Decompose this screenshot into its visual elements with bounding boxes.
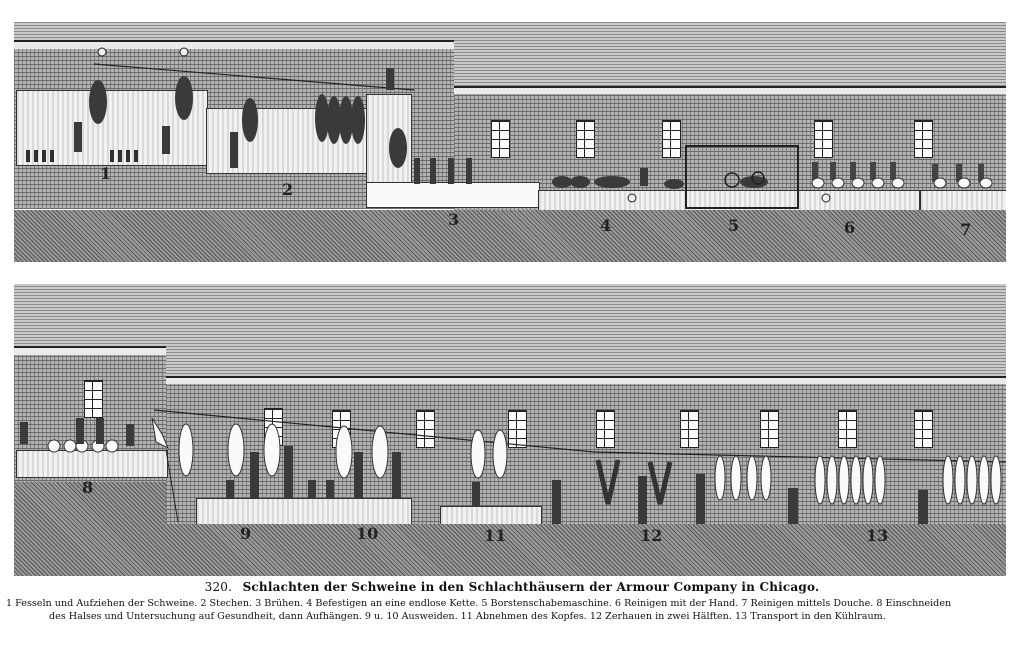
window bbox=[576, 120, 595, 158]
window bbox=[508, 410, 527, 448]
legend-line-1: 1 Fesseln und Aufziehen der Schweine. 2 … bbox=[6, 598, 952, 609]
window bbox=[814, 120, 833, 158]
window bbox=[914, 120, 933, 158]
engraving-panel-bottom: 8 9 10 11 12 13 bbox=[14, 284, 1006, 576]
window bbox=[760, 410, 779, 448]
engraving-panel-top: 1 2 3 4 5 6 7 bbox=[14, 22, 1006, 262]
ground-hatching bbox=[14, 524, 1006, 576]
window bbox=[596, 410, 615, 448]
station-label-11: 11 bbox=[484, 526, 507, 545]
window bbox=[491, 120, 510, 158]
inspection-platform bbox=[16, 450, 168, 478]
station-label-8: 8 bbox=[82, 478, 94, 497]
window bbox=[680, 410, 699, 448]
illustration-figures bbox=[26, 47, 993, 209]
station-label-6: 6 bbox=[844, 218, 856, 237]
station-label-1: 1 bbox=[100, 164, 112, 183]
window bbox=[662, 120, 681, 158]
station-label-4: 4 bbox=[600, 216, 612, 235]
window bbox=[914, 410, 933, 448]
figure-title: Schlachten der Schweine in den Schlachth… bbox=[242, 580, 820, 594]
station-label-5: 5 bbox=[728, 216, 740, 235]
station-label-9: 9 bbox=[240, 524, 252, 543]
figure-legend: 1 Fesseln und Aufziehen der Schweine. 2 … bbox=[0, 597, 1024, 623]
station-label-7: 7 bbox=[960, 220, 972, 239]
figure-number: 320. bbox=[204, 580, 233, 594]
ground-hatching bbox=[14, 210, 1006, 262]
window bbox=[838, 410, 857, 448]
station-label-10: 10 bbox=[356, 524, 379, 543]
chute bbox=[366, 94, 412, 184]
station-label-2: 2 bbox=[282, 180, 294, 199]
figure-caption: 320. Schlachten der Schweine in den Schl… bbox=[0, 580, 1024, 623]
station-label-13: 13 bbox=[866, 526, 889, 545]
illustration-figures bbox=[20, 409, 1006, 524]
window bbox=[416, 410, 435, 448]
figure-title-line: 320. Schlachten der Schweine in den Schl… bbox=[0, 580, 1024, 594]
gutting-table bbox=[196, 498, 412, 526]
window bbox=[84, 380, 103, 418]
legend-line-2: des Halses und Untersuchung auf Gesundhe… bbox=[49, 611, 886, 622]
roof-hatching bbox=[14, 284, 1006, 380]
station-label-3: 3 bbox=[448, 210, 460, 229]
ground-hatching bbox=[14, 482, 166, 576]
station-label-12: 12 bbox=[640, 526, 663, 545]
